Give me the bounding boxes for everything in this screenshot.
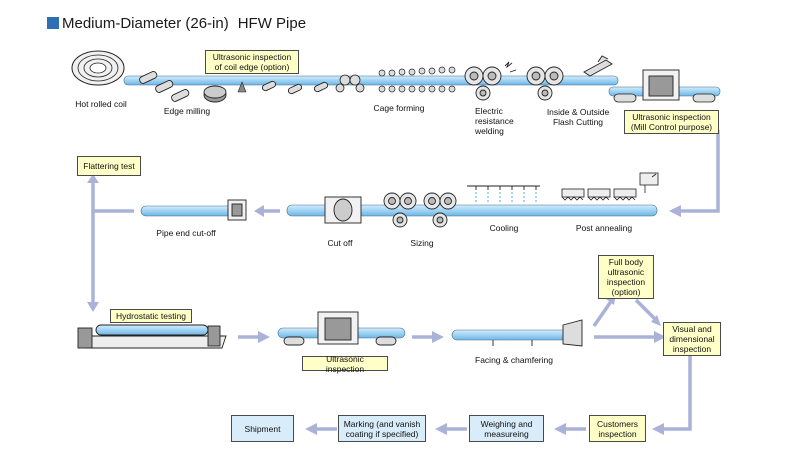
flow-arrow-fullbody-to-visual bbox=[634, 298, 658, 322]
label-visual-dimensional: Visual and dimensional inspection bbox=[663, 322, 721, 356]
label-sizing: Sizing bbox=[410, 238, 434, 248]
label-edge-milling: Edge milling bbox=[163, 106, 211, 116]
pinch-rolls-icon bbox=[261, 80, 329, 95]
support-rollers-row1-icon bbox=[613, 93, 716, 103]
cut-off-saw-icon bbox=[324, 196, 362, 224]
label-hot-rolled-coil: Hot rolled coil bbox=[75, 99, 127, 109]
label-electric-resistance-welding: Electric resistance welding bbox=[475, 106, 514, 136]
heater-units-icon bbox=[561, 188, 637, 201]
forming-stand-icon bbox=[335, 74, 365, 93]
pipe-row3-facing bbox=[451, 329, 575, 341]
label-pipe-end-cut-off: Pipe end cut-off bbox=[156, 228, 216, 238]
ut-inspection-machine-icon bbox=[283, 311, 397, 346]
facing-machine-icon bbox=[492, 319, 583, 347]
title-square-icon bbox=[47, 17, 59, 29]
label-flattening-test: Flattering test bbox=[77, 156, 141, 176]
welding-rolls-icon bbox=[464, 66, 502, 101]
flow-arrow-row1-to-row2 bbox=[672, 130, 720, 213]
label-facing-chamfering: Facing & chamfering bbox=[475, 355, 553, 365]
label-marking-vanish-coating: Marking (and vanish coating if specified… bbox=[338, 415, 426, 442]
label-ultrasonic-inspection: Ultrasonic inspection bbox=[302, 354, 388, 374]
sizing-rolls-icon bbox=[383, 192, 457, 228]
cage-forming-rolls-icon bbox=[378, 66, 456, 93]
label-hydrostatic-testing: Hydrostatic testing bbox=[110, 309, 192, 323]
flash-cutter-tool-icon bbox=[583, 55, 613, 77]
thermometer-icon bbox=[639, 172, 659, 193]
end-cutoff-machine-icon bbox=[227, 199, 247, 221]
flash-cutting-rolls-icon bbox=[526, 66, 564, 101]
pipe-row2 bbox=[286, 204, 658, 217]
label-post-annealing: Post annealing bbox=[575, 223, 633, 233]
ut-mill-machine-icon bbox=[642, 69, 680, 101]
label-ultrasonic-coil-edge: Ultrasonic inspection of coil edge (opti… bbox=[205, 50, 299, 74]
label-full-body-ultrasonic: Full body ultrasonic inspection (option) bbox=[598, 255, 654, 299]
label-ultrasonic-mill-control: Ultrasonic inspection (Mill Control purp… bbox=[624, 110, 719, 134]
weld-spark-icon bbox=[504, 61, 517, 73]
label-cage-forming: Cage forming bbox=[373, 103, 425, 113]
flow-arrow-visual-to-customers bbox=[660, 356, 692, 431]
edge-milling-rolls-icon bbox=[139, 71, 190, 102]
label-customers-inspection: Customers inspection bbox=[589, 415, 646, 442]
label-weighing-measuring: Weighing and measureing bbox=[469, 415, 544, 442]
diagram-title: Medium-Diameter (26-in)HFW Pipe bbox=[47, 15, 306, 32]
label-cut-off: Cut off bbox=[327, 238, 353, 248]
cooling-spray-icon bbox=[467, 185, 540, 204]
label-cooling: Cooling bbox=[489, 223, 519, 233]
coil-icon bbox=[71, 50, 125, 86]
label-flash-cutting: Inside & Outside Flash Cutting bbox=[546, 107, 610, 127]
pipe-row2-end bbox=[140, 205, 237, 217]
edge-milling-cutter-icon bbox=[203, 81, 247, 103]
flow-arrow-to-fullbody bbox=[592, 299, 614, 327]
label-shipment: Shipment bbox=[231, 415, 294, 442]
hydrostatic-tester-icon bbox=[77, 324, 227, 349]
